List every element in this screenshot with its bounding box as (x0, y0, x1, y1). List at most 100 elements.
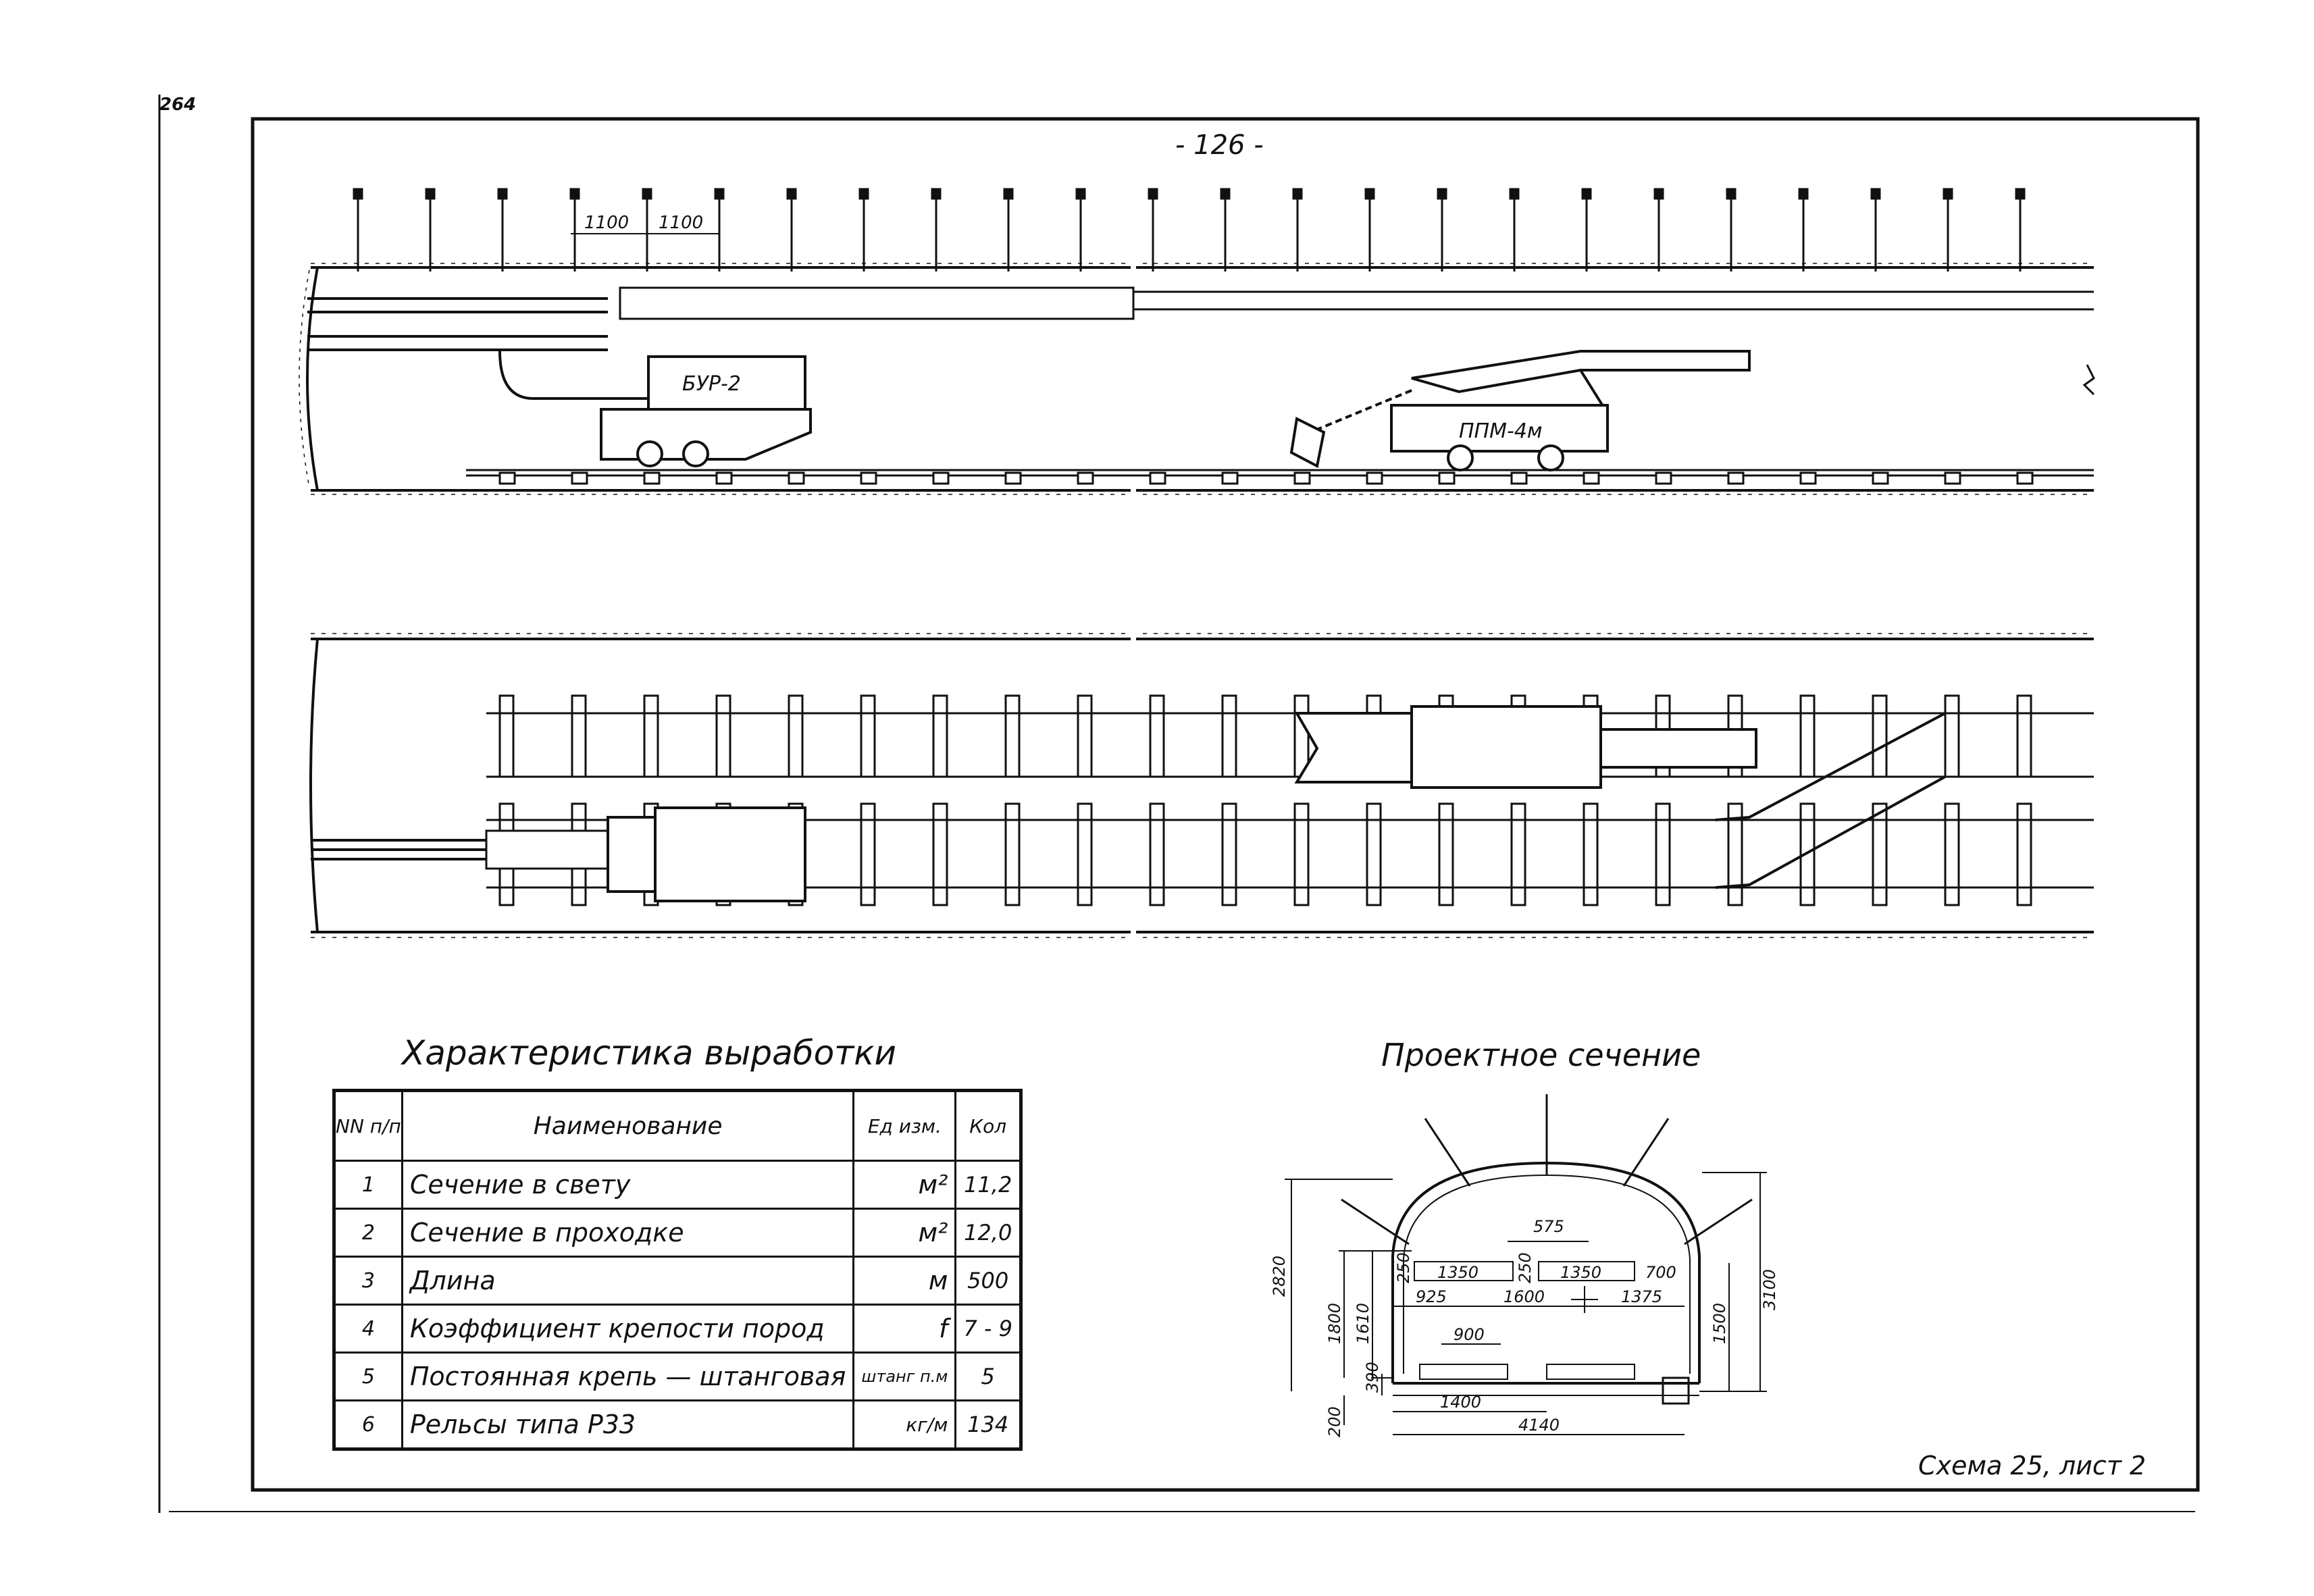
sleeper (1872, 802, 1888, 906)
roof-bolt-head (1798, 188, 1809, 200)
sleeper (1944, 471, 1961, 485)
sleeper (1077, 802, 1093, 906)
page-number: 264 (159, 95, 197, 115)
upper-view: 1100 1100 БУР-2 (299, 188, 2095, 500)
sheet-number: - 126 - (1175, 130, 1264, 161)
sleeper (1799, 694, 1816, 778)
sleeper (1004, 471, 1022, 485)
sleeper (1872, 471, 1889, 485)
sleeper (1366, 471, 1383, 485)
roof-bolt-head (1870, 188, 1881, 200)
roof-bolt-head (1726, 188, 1737, 200)
dim-900: 900 (1454, 1325, 1485, 1344)
drawing-frame (251, 117, 2200, 1492)
sleeper (1366, 802, 1382, 906)
row-num: 6 (333, 1399, 403, 1450)
table-row: 4 Коэффициент крепости пород f 7 - 9 (333, 1304, 1022, 1354)
header-qty: Кол (954, 1089, 1022, 1162)
table-row: 6 Рельсы типа Р33 кг/м 134 (333, 1399, 1022, 1450)
dim-1600: 1600 (1503, 1287, 1545, 1306)
roof-bolt-head (425, 188, 436, 200)
roof-bolt-head (1943, 188, 1953, 200)
sleeper (1293, 802, 1310, 906)
sleeper (2016, 694, 2032, 778)
sleeper (1221, 694, 1237, 778)
dim-575: 575 (1533, 1217, 1564, 1236)
roof-bolt-head (1364, 188, 1375, 200)
sleeper (1149, 694, 1165, 778)
row-unit: кг/м (852, 1399, 957, 1450)
loader-label: ППМ-4м (1459, 419, 1543, 443)
roof-bolt-head (1220, 188, 1231, 200)
section-title: Проектное сечение (1381, 1037, 1701, 1073)
dim-1350-right: 1350 (1560, 1263, 1601, 1282)
dim-700: 700 (1645, 1263, 1676, 1282)
sleeper (860, 471, 877, 485)
row-qty: 500 (954, 1256, 1022, 1306)
row-num: 2 (333, 1208, 403, 1258)
sleeper (1510, 802, 1526, 906)
sleeper (1727, 471, 1745, 485)
drill-rig-label: БУР-2 (682, 372, 741, 396)
sleeper (788, 471, 805, 485)
sleeper (1944, 802, 1960, 906)
table-row: 2 Сечение в проходке м² 12,0 (333, 1208, 1022, 1258)
row-qty: 7 - 9 (954, 1304, 1022, 1354)
dim-925: 925 (1416, 1287, 1447, 1306)
dim-1500: 1500 (1710, 1303, 1729, 1344)
track-switch (1715, 712, 1946, 889)
footer-caption: Схема 25, лист 2 (1918, 1451, 2146, 1481)
dim-250-left: 250 (1394, 1252, 1413, 1283)
header-name: Наименование (401, 1089, 855, 1162)
dim-1610: 1610 (1354, 1303, 1372, 1344)
row-qty: 134 (954, 1399, 1022, 1450)
roof-bolt-head (931, 188, 942, 200)
sleeper (1799, 471, 1817, 485)
roof-bolt-head (497, 188, 508, 200)
sleeper (715, 694, 731, 778)
roof-bolt-head (353, 188, 363, 200)
sleeper (860, 802, 876, 906)
loader-plan (1294, 705, 1757, 789)
roof-bolt-head (569, 188, 580, 200)
dim-4140: 4140 (1518, 1416, 1560, 1435)
dim-2820: 2820 (1270, 1256, 1289, 1297)
dim-1375: 1375 (1621, 1287, 1662, 1306)
row-name: Коэффициент крепости пород (401, 1304, 855, 1354)
row-num: 3 (333, 1256, 403, 1306)
lower-view (309, 628, 2094, 946)
plan-face (309, 638, 319, 933)
row-name: Сечение в свету (401, 1160, 855, 1210)
sleeper (643, 694, 659, 778)
row-num: 4 (333, 1304, 403, 1354)
row-unit: м (852, 1256, 957, 1306)
characteristics-table: NN п/п Наименование Ед изм. Кол 1 Сечени… (332, 1089, 1023, 1451)
sleeper (498, 694, 515, 778)
sleeper (1077, 694, 1093, 778)
sleeper (860, 694, 876, 778)
roof-bolt-head (714, 188, 725, 200)
sleeper (715, 471, 733, 485)
dim-1350-left: 1350 (1437, 1263, 1479, 1282)
tunnel-face (306, 267, 319, 491)
roof-bolt-head (1292, 188, 1303, 200)
dim-390: 390 (1363, 1362, 1382, 1393)
roof-bolt-head (786, 188, 797, 200)
sleeper (932, 471, 950, 485)
row-name: Рельсы типа Р33 (401, 1399, 855, 1450)
sleeper (1221, 802, 1237, 906)
loader (1289, 350, 1751, 471)
track-sleepers-upper (498, 471, 2034, 485)
sleeper (2016, 802, 2032, 906)
drill-rig (498, 351, 812, 467)
section-dimensions: 575 2820 1800 1610 250 1350 250 1350 700… (1270, 1217, 1779, 1437)
header-unit: Ед изм. (852, 1089, 957, 1162)
row-num: 5 (333, 1352, 403, 1401)
sleeper (1583, 471, 1600, 485)
roof-bolt-head (1653, 188, 1664, 200)
sleeper (1583, 802, 1599, 906)
row-qty: 5 (954, 1352, 1022, 1401)
roof-bolt-head (1437, 188, 1447, 200)
sleeper (1004, 694, 1021, 778)
sleeper (1293, 471, 1311, 485)
